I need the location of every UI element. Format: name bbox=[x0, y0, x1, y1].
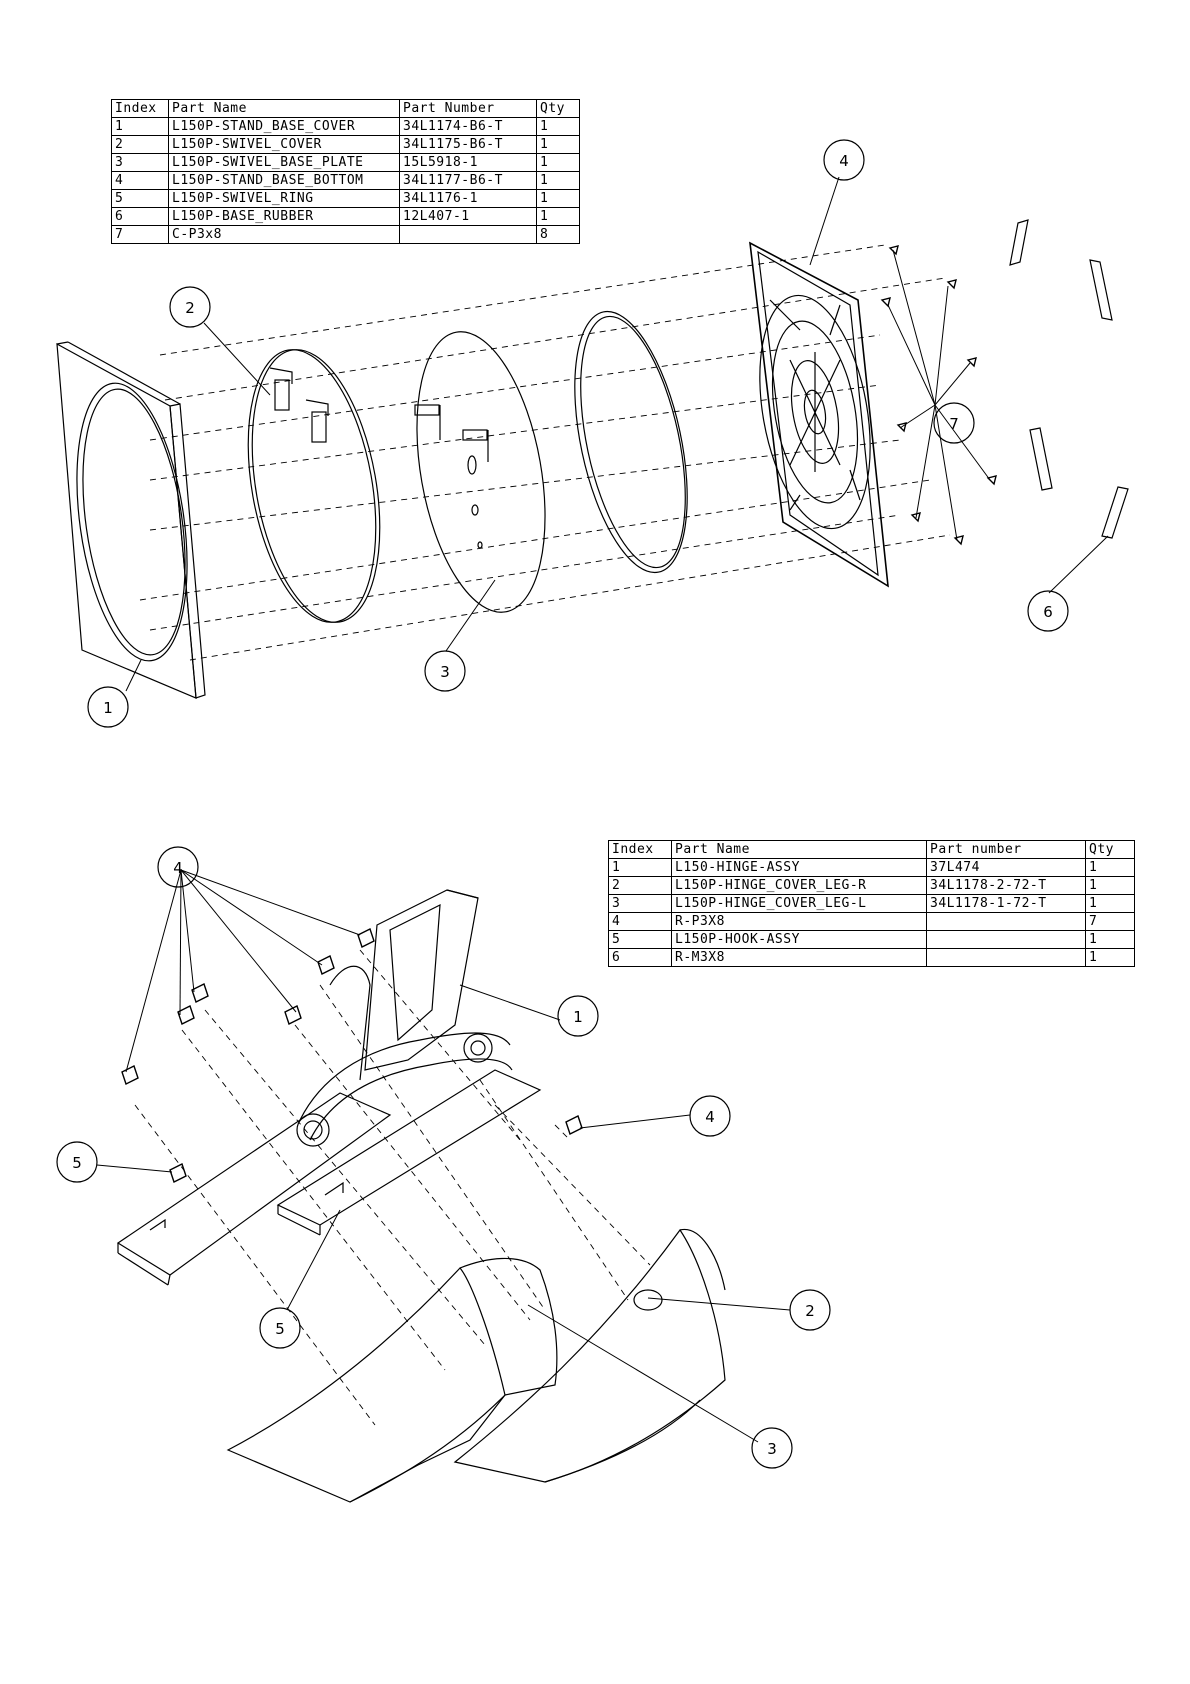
cell-part-number: 34L1178-1-72-T bbox=[926, 894, 1086, 913]
cell-part-number: 34L1178-2-72-T bbox=[926, 876, 1086, 895]
base-rubbers bbox=[1009, 219, 1129, 539]
cell-qty: 8 bbox=[536, 225, 580, 244]
callout-1b bbox=[557, 995, 599, 1037]
screws bbox=[880, 245, 997, 546]
callout-4 bbox=[823, 139, 865, 181]
callout-1 bbox=[87, 686, 129, 728]
callout-label-5b: 5 bbox=[275, 1320, 285, 1338]
callout-5a bbox=[56, 1141, 98, 1183]
callouts bbox=[87, 139, 1069, 728]
header-part-number: Part number bbox=[926, 840, 1086, 859]
header-index: Index bbox=[608, 840, 672, 859]
assembly-guide-lines bbox=[134, 949, 651, 1426]
cell-part-name: C-P3x8 bbox=[168, 225, 400, 244]
header-qty: Qty bbox=[1085, 840, 1135, 859]
callout-4b bbox=[689, 1095, 731, 1137]
cell-qty: 1 bbox=[1085, 858, 1135, 877]
hinge-assembly bbox=[296, 889, 513, 1147]
parts-table-hinge: Index Part Name Part number Qty 1 L150-HI… bbox=[608, 840, 1135, 967]
callout-2b bbox=[789, 1289, 831, 1331]
callout-label-6: 6 bbox=[1043, 603, 1053, 621]
swivel-base-plate bbox=[414, 331, 546, 613]
leader-lines bbox=[96, 869, 791, 1443]
callout-label-5a: 5 bbox=[72, 1154, 82, 1172]
hook-assembly bbox=[116, 1069, 542, 1286]
callouts bbox=[56, 846, 831, 1469]
swivel-ring bbox=[574, 310, 688, 574]
callout-label-1: 1 bbox=[103, 699, 113, 717]
cell-part-number: 34L1175-B6-T bbox=[399, 135, 537, 154]
callout-3b bbox=[751, 1427, 793, 1469]
cell-part-number: 34L1177-B6-T bbox=[399, 171, 537, 190]
cell-part-number: 34L1174-B6-T bbox=[399, 117, 537, 136]
callout-label-2: 2 bbox=[185, 299, 195, 317]
hinge-cover-leg-r bbox=[453, 1228, 726, 1483]
callout-label-4a: 4 bbox=[173, 859, 183, 877]
callout-5b bbox=[259, 1307, 301, 1349]
callout-6 bbox=[1027, 590, 1069, 632]
callout-4a bbox=[157, 846, 199, 888]
callout-label-4b: 4 bbox=[705, 1108, 715, 1126]
hinge-cover-leg-l bbox=[226, 1257, 558, 1503]
callout-label-1b: 1 bbox=[573, 1008, 583, 1026]
callout-label-3b: 3 bbox=[767, 1440, 777, 1458]
cell-part-name: L150-HINGE-ASSY bbox=[671, 858, 927, 877]
bottom-exploded-view bbox=[56, 846, 831, 1503]
callout-2 bbox=[169, 286, 211, 328]
cell-part-name: L150P-HINGE_COVER_LEG-R bbox=[671, 876, 927, 895]
callout-label-2b: 2 bbox=[805, 1302, 815, 1320]
assembly-guide-lines bbox=[139, 244, 951, 661]
stand-base-bottom bbox=[749, 241, 889, 588]
callout-7 bbox=[933, 402, 975, 444]
callout-label-7: 7 bbox=[949, 415, 959, 433]
callout-label-4: 4 bbox=[839, 152, 849, 170]
cell-part-name: L150P-STAND_BASE_BOTTOM bbox=[168, 171, 400, 190]
callout-3 bbox=[424, 650, 466, 692]
cell-part-number: 34L1176-1 bbox=[399, 189, 537, 208]
parts-table-header: Index Part Name Part number Qty bbox=[608, 840, 1135, 859]
cell-qty: 1 bbox=[1085, 948, 1135, 967]
callout-label-3: 3 bbox=[440, 663, 450, 681]
swivel-cover bbox=[247, 349, 381, 623]
cell-part-name: R-M3X8 bbox=[671, 948, 927, 967]
stand-base-cover bbox=[56, 341, 206, 699]
cell-part-name: L150P-SWIVEL_RING bbox=[168, 189, 400, 208]
cell-part-name: R-P3X8 bbox=[671, 912, 927, 931]
top-exploded-view bbox=[56, 139, 1129, 728]
leader-lines bbox=[125, 176, 1109, 692]
cell-part-name: L150P-SWIVEL_BASE_PLATE bbox=[168, 153, 400, 172]
